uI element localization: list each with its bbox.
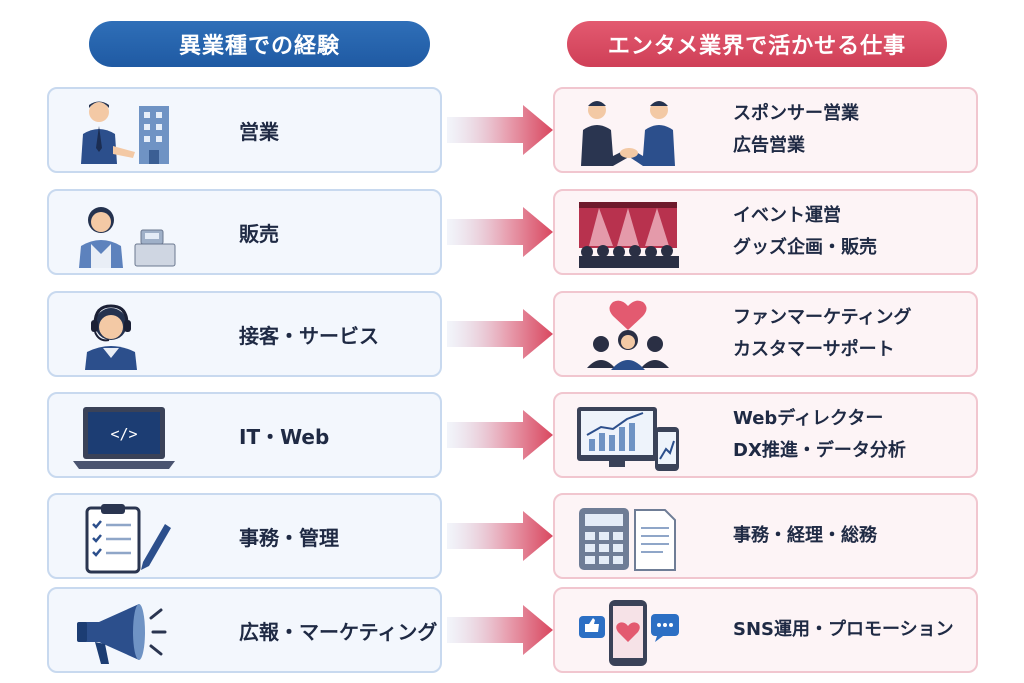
right-label: SNS運用・プロモーション: [733, 589, 954, 671]
left-card: 接客・サービス: [47, 291, 442, 377]
clipboard-checklist-icon: [85, 504, 171, 574]
header-right-pill: エンタメ業界で活かせる仕事: [567, 21, 947, 67]
right-label: 事務・経理・総務: [733, 495, 877, 577]
left-label: 事務・管理: [239, 525, 339, 550]
calculator-document-icon: [579, 508, 676, 571]
job-title: スポンサー営業: [733, 103, 859, 124]
right-card: スポンサー営業 広告営業: [553, 87, 978, 173]
right-label: ファンマーケティング カスタマーサポート: [733, 293, 912, 375]
analytics-dashboard-icon: [577, 407, 679, 471]
left-label: IT・Web: [239, 424, 330, 449]
laptop-code-icon: </>: [73, 407, 175, 469]
right-label: Webディレクター DX推進・データ分析: [733, 394, 906, 476]
job-title: 事務・経理・総務: [733, 525, 877, 546]
job-title: ファンマーケティング: [733, 307, 912, 328]
row-it-web: </> IT・Web Webディレクター DX推進・データ分析: [0, 392, 1024, 478]
row-hospitality: 接客・サービス ファンマーケティング カスタマーサポート: [0, 291, 1024, 377]
fan-heart-icon: [587, 300, 669, 370]
header-right-title: エンタメ業界で活かせる仕事: [607, 34, 907, 59]
left-label: 営業: [239, 119, 279, 144]
right-label: スポンサー営業 広告営業: [733, 89, 859, 171]
row-retail: 販売 イベント運営 グッズ企画・販売: [0, 189, 1024, 275]
right-label: イベント運営 グッズ企画・販売: [733, 191, 877, 273]
job-title: イベント運営: [733, 205, 841, 226]
arrow-icon: [447, 410, 553, 460]
left-card: 広報・マーケティング: [47, 587, 442, 673]
svg-text:</>: </>: [110, 425, 137, 443]
right-card: SNS運用・プロモーション: [553, 587, 978, 673]
right-card: Webディレクター DX推進・データ分析: [553, 392, 978, 478]
arrow-icon: [447, 605, 553, 655]
left-label: 広報・マーケティング: [239, 619, 438, 644]
right-card: 事務・経理・総務: [553, 493, 978, 579]
arrow-icon: [447, 105, 553, 155]
megaphone-icon: [77, 604, 167, 664]
cashier-icon: [79, 207, 176, 268]
job-title: DX推進・データ分析: [733, 440, 906, 461]
concert-stage-icon: [579, 202, 679, 268]
header-left-title: 異業種での経験: [178, 34, 340, 59]
job-title: カスタマーサポート: [733, 339, 895, 360]
row-admin: 事務・管理 事務・経理・総務: [0, 493, 1024, 579]
headset-operator-icon: [85, 304, 137, 370]
left-label: 販売: [239, 221, 279, 246]
right-card: イベント運営 グッズ企画・販売: [553, 189, 978, 275]
row-sales: 営業 スポンサー営業 広告営業: [0, 87, 1024, 173]
left-card: 営業: [47, 87, 442, 173]
arrow-icon: [447, 207, 553, 257]
smartphone-social-icon: [579, 600, 679, 666]
handshake-icon: [581, 101, 675, 166]
arrow-icon: [447, 511, 553, 561]
job-title: Webディレクター: [733, 408, 884, 429]
left-card: </> IT・Web: [47, 392, 442, 478]
header-left-pill: 異業種での経験: [89, 21, 430, 67]
left-card: 販売: [47, 189, 442, 275]
job-title: グッズ企画・販売: [733, 237, 877, 258]
left-label: 接客・サービス: [239, 323, 379, 348]
left-card: 事務・管理: [47, 493, 442, 579]
right-card: ファンマーケティング カスタマーサポート: [553, 291, 978, 377]
businessman-handshake-icon: [81, 101, 169, 164]
arrow-icon: [447, 309, 553, 359]
job-title: 広告営業: [733, 135, 805, 156]
job-title: SNS運用・プロモーション: [733, 619, 954, 640]
row-pr-marketing: 広報・マーケティング SNS運用・プロモーション: [0, 587, 1024, 673]
